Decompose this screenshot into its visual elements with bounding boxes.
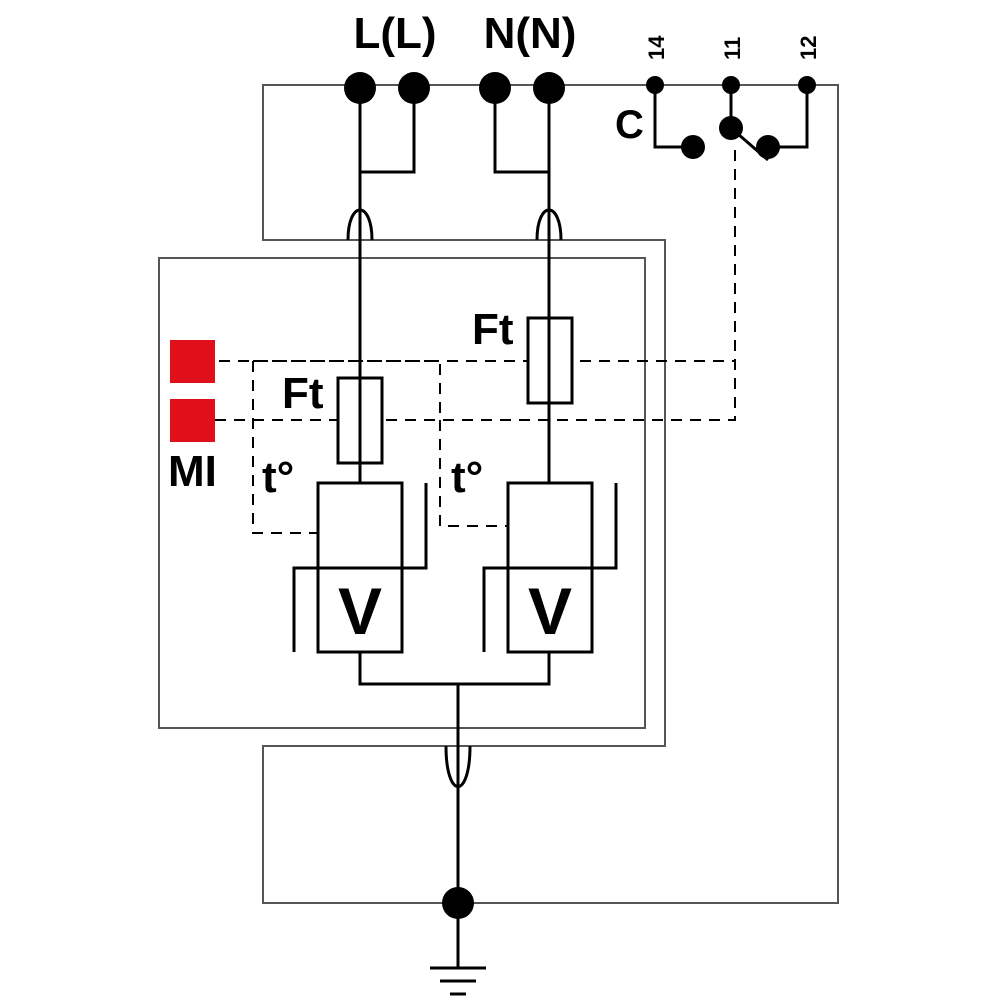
contact-12-point [756, 135, 780, 159]
neutral-crossover [535, 208, 563, 241]
contact-14-leg [653, 85, 693, 149]
contact-14-point [681, 135, 705, 159]
varistor-right-curve-top [592, 483, 618, 570]
earth-crossover [444, 745, 472, 788]
thermal-right-label: t° [451, 453, 483, 502]
varistor-right [506, 566, 594, 654]
fuse-right-label: Ft [472, 305, 514, 354]
varistor-right-label: V [528, 574, 572, 648]
varistor-left-curve-top [402, 483, 428, 570]
indicator-flag-bottom [170, 399, 215, 442]
thermal-left-label: t° [262, 453, 294, 502]
remote-link-dashed [200, 150, 736, 421]
contact-switch-blade [730, 126, 769, 162]
fuse-left-label: Ft [282, 369, 324, 418]
thermal-element-right [506, 481, 594, 570]
thermal-box-left-lower [252, 361, 318, 534]
varistor-left-label: V [338, 574, 382, 648]
common-bus [358, 652, 551, 686]
neutral-terminal-label: N(N) [484, 9, 577, 58]
line-crossover [346, 208, 374, 241]
thermal-box-right [439, 420, 508, 527]
contact-11-label: 11 [720, 37, 745, 60]
thermal-box-left [253, 360, 441, 420]
line-bridge [358, 88, 416, 174]
thermal-element-left [316, 481, 404, 570]
indicator-flag-top [170, 340, 215, 383]
contact-12-label: 12 [796, 36, 821, 60]
contact-common-label: C [615, 103, 644, 147]
ground-icon [430, 903, 486, 996]
inner-module-frame [158, 257, 646, 729]
line-terminal-label: L(L) [353, 9, 436, 58]
contact-14-label: 14 [644, 35, 669, 60]
contact-12-leg [768, 85, 809, 149]
outer-frame [262, 84, 839, 904]
varistor-right-curve [482, 566, 508, 652]
indicator-label: MI [168, 447, 217, 496]
neutral-bridge [493, 88, 551, 174]
varistor-left-curve [292, 566, 318, 652]
